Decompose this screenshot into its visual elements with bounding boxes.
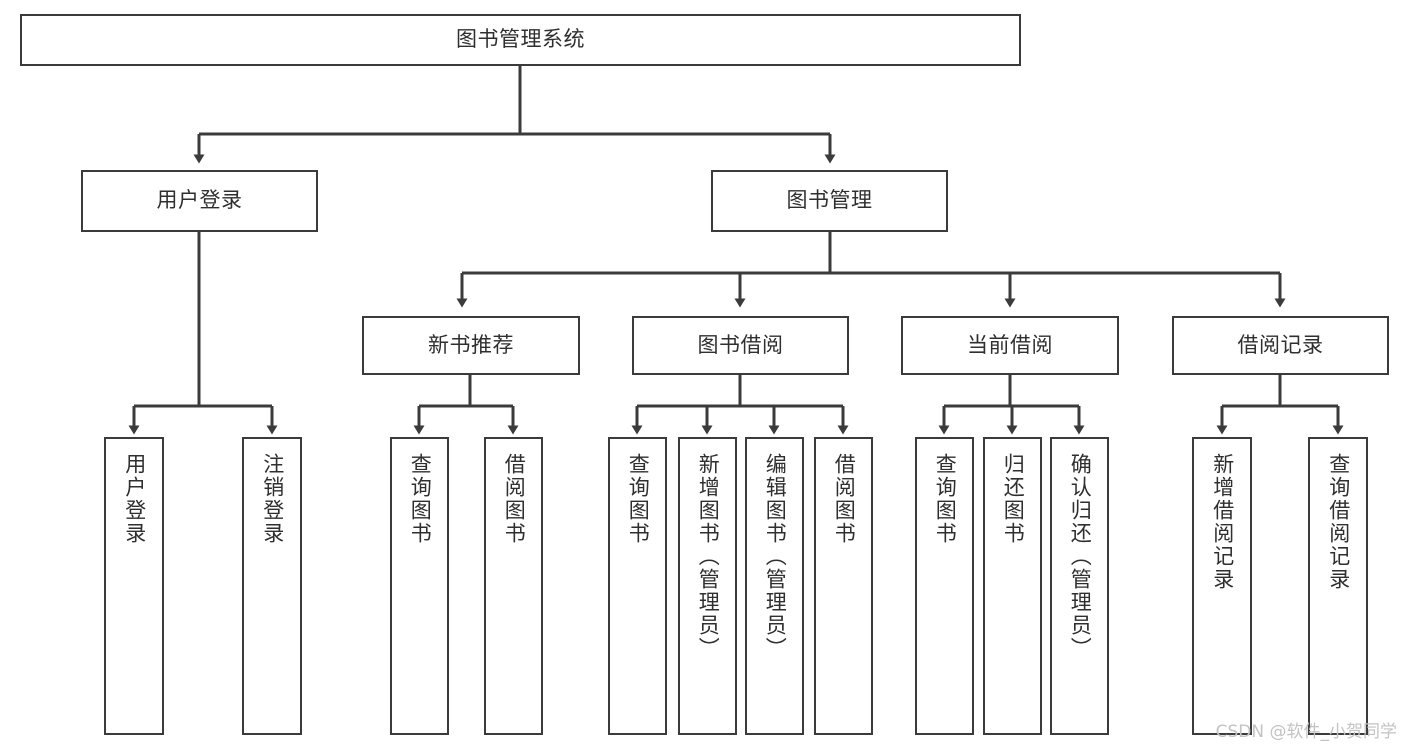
- node-label: 查询图书: [626, 453, 651, 545]
- node-label: 查询图书: [933, 453, 958, 545]
- leaf-recommend-query-book[interactable]: 查询图书: [390, 437, 449, 735]
- node-label: 查询图书: [408, 453, 433, 545]
- node-label: 用户登录: [156, 188, 243, 213]
- node-root-system[interactable]: 图书管理系统: [20, 14, 1021, 66]
- leaf-user-login-signin[interactable]: 用户登录: [104, 437, 164, 735]
- leaf-borrow-borrow-book[interactable]: 借阅图书: [814, 437, 873, 735]
- node-label: 新增借阅记录: [1210, 453, 1235, 591]
- node-label: 确认归还（管理员）: [1068, 453, 1093, 660]
- node-label: 借阅图书: [832, 453, 857, 545]
- node-label: 注销登录: [260, 453, 285, 545]
- leaf-record-add[interactable]: 新增借阅记录: [1192, 437, 1252, 735]
- leaf-borrow-query-book[interactable]: 查询图书: [608, 437, 667, 735]
- node-label: 图书管理: [786, 188, 873, 213]
- leaf-borrow-add-book[interactable]: 新增图书（管理员）: [678, 437, 737, 735]
- node-new-book-recommend[interactable]: 新书推荐: [362, 316, 580, 375]
- node-label: 当前借阅: [967, 332, 1053, 357]
- node-borrow-record[interactable]: 借阅记录: [1172, 316, 1389, 375]
- node-label: 图书借阅: [697, 332, 784, 357]
- leaf-current-return-book[interactable]: 归还图书: [983, 437, 1042, 735]
- leaf-recommend-borrow-book[interactable]: 借阅图书: [484, 437, 543, 735]
- node-label: 查询借阅记录: [1326, 453, 1351, 591]
- leaf-record-query[interactable]: 查询借阅记录: [1308, 437, 1368, 735]
- leaf-current-query-book[interactable]: 查询图书: [915, 437, 974, 735]
- leaf-user-login-signout[interactable]: 注销登录: [242, 437, 302, 735]
- leaf-current-confirm-return[interactable]: 确认归还（管理员）: [1050, 437, 1109, 735]
- node-label: 用户登录: [122, 453, 147, 545]
- node-book-borrow[interactable]: 图书借阅: [632, 316, 849, 375]
- node-label: 借阅记录: [1237, 332, 1324, 357]
- node-label: 编辑图书（管理员）: [763, 453, 788, 660]
- node-book-management[interactable]: 图书管理: [711, 170, 948, 232]
- node-label: 新增图书（管理员）: [696, 453, 721, 660]
- node-label: 归还图书: [1001, 453, 1026, 545]
- node-label: 借阅图书: [502, 453, 527, 545]
- node-label: 图书管理系统: [456, 27, 585, 52]
- leaf-borrow-edit-book[interactable]: 编辑图书（管理员）: [745, 437, 804, 735]
- node-user-login[interactable]: 用户登录: [81, 170, 318, 232]
- node-label: 新书推荐: [428, 332, 514, 357]
- csdn-watermark: CSDN @软件_小贺同学: [1215, 722, 1397, 742]
- node-current-borrow[interactable]: 当前借阅: [901, 316, 1119, 375]
